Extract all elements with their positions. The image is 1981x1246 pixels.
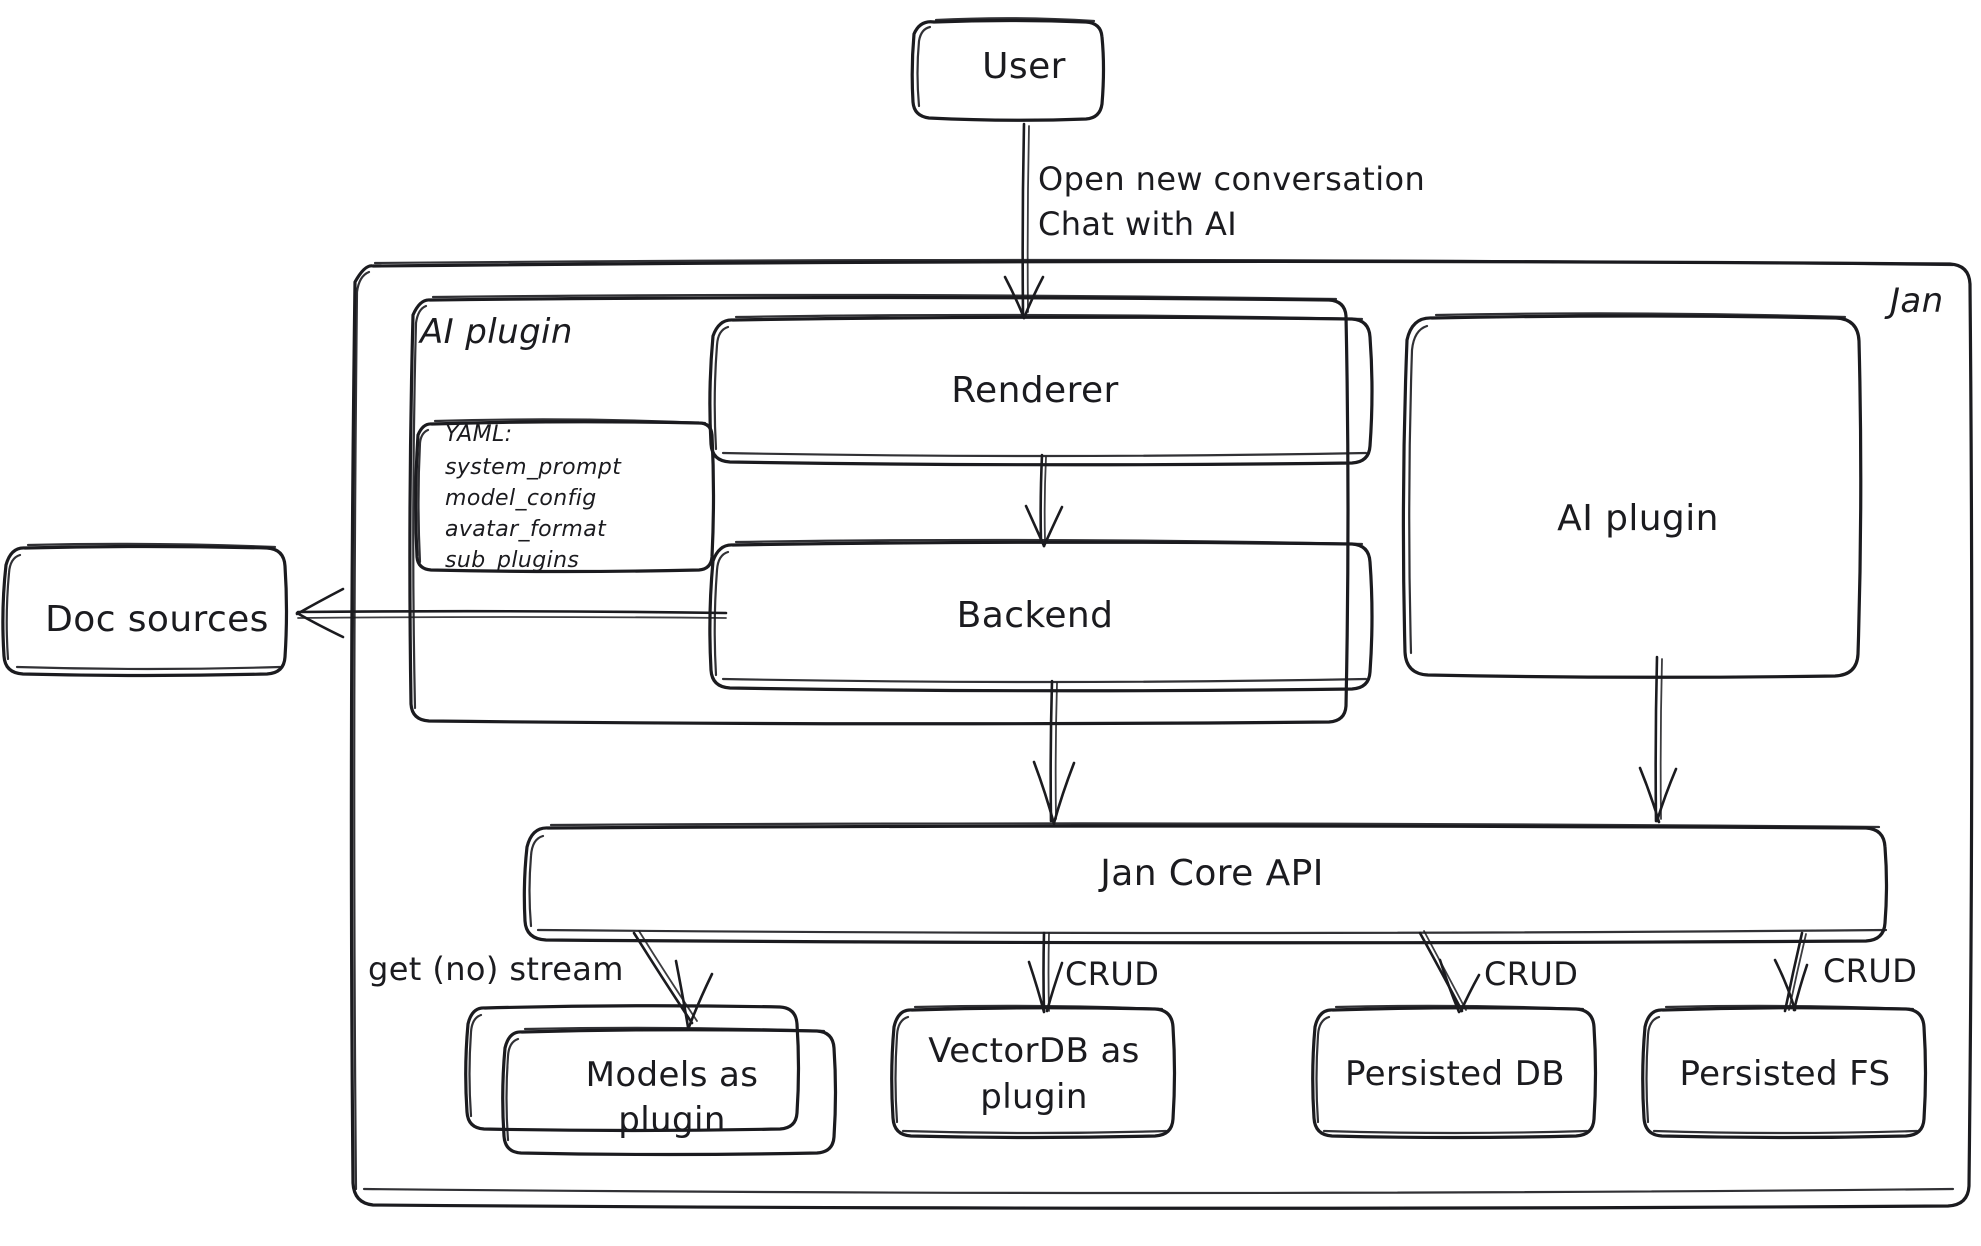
renderer-node[interactable] [726,316,1366,456]
edge-core-to-fs-label: CRUD [1823,952,1918,990]
edge-user-to-renderer-label-2: Chat with AI [1038,205,1238,243]
user-node[interactable] [927,18,1127,108]
persisted-fs-node[interactable] [1647,1006,1927,1134]
yaml-config-card[interactable] [418,418,708,572]
ai-plugin-node[interactable] [1427,314,1847,657]
edge-renderer-to-backend [1024,453,1064,548]
backend-node[interactable] [726,541,1366,682]
jan-core-api-node[interactable] [540,824,1888,934]
edge-user-to-renderer [1003,122,1045,320]
edge-aiplugin-to-core [1638,655,1678,824]
persisted-db-node[interactable] [1317,1006,1597,1134]
edge-backend-to-core [1032,679,1076,826]
edge-core-to-db [1418,930,1481,1014]
edge-core-to-vectordb [1027,931,1064,1014]
edge-user-to-renderer-label-1: Open new conversation [1038,160,1426,198]
edge-core-to-db-label: CRUD [1484,955,1579,993]
edge-core-to-fs [1773,931,1809,1013]
models-as-plugin-node[interactable] [481,1005,839,1153]
edge-backend-to-doc-sources [295,587,728,639]
edge-core-to-models-label: get (no) stream [368,950,624,988]
ai-plugin-container-label: AI plugin [420,312,573,352]
jan-container-label: Jan [1890,281,1944,321]
doc-sources-node[interactable] [8,544,290,670]
edge-core-to-vectordb-label: CRUD [1065,955,1160,993]
vectordb-as-plugin-node[interactable] [896,1006,1176,1134]
